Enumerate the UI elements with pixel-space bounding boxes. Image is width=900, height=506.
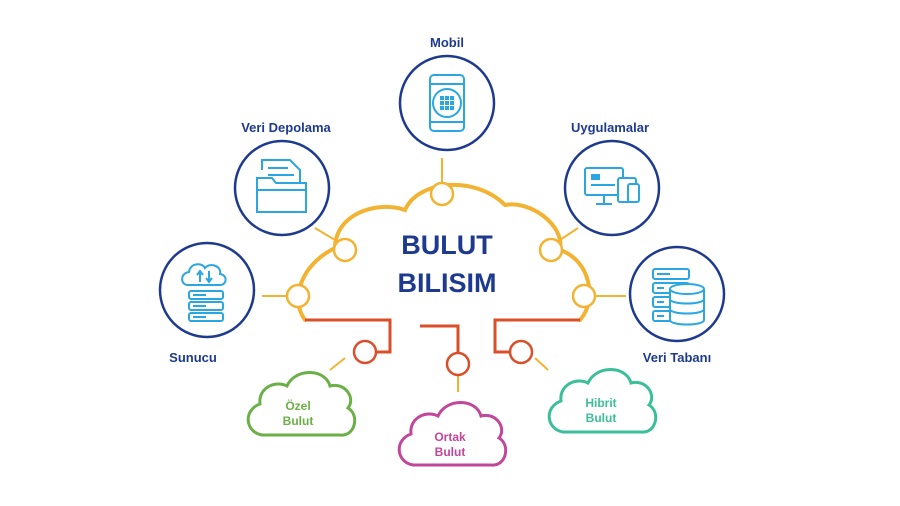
cloud-public: Ortak Bulut: [397, 401, 508, 467]
connector-apps: [559, 227, 579, 241]
label-server: Sunucu: [169, 350, 217, 365]
circuit-dot-public: [445, 351, 471, 377]
cloud-private-line2: Bulut: [283, 414, 314, 428]
connector-lines: [262, 158, 626, 392]
cloud-hybrid-line1: Hibrit: [585, 396, 616, 410]
node-apps: Uygulamalar: [563, 120, 661, 237]
label-mobile: Mobil: [430, 35, 464, 50]
circuit-left: [305, 318, 392, 354]
label-storage: Veri Depolama: [241, 120, 331, 135]
node-dot-apps: [538, 237, 564, 263]
circuit-nodes: [352, 339, 534, 377]
circuit-dot-hybrid: [508, 339, 534, 365]
smartphone-icon: [429, 74, 465, 132]
circuit-dot-private: [352, 339, 378, 365]
center-title-line2: BILISIM: [398, 268, 497, 298]
cloud-server-icon: [181, 263, 227, 322]
node-dot-server: [285, 283, 311, 309]
connector-storage: [314, 227, 336, 241]
cloud-private-shape: [246, 371, 357, 437]
node-dot-database: [571, 283, 597, 309]
label-apps: Uygulamalar: [571, 120, 649, 135]
label-database: Veri Tabanı: [643, 350, 711, 365]
cloud-hybrid: Hibrit Bulut: [547, 368, 658, 434]
database-server-icon: [652, 268, 705, 326]
node-database: Veri Tabanı: [628, 245, 726, 365]
cloud-hybrid-line2: Bulut: [586, 411, 617, 425]
circuit-right: [493, 318, 580, 354]
cloud-public-line1: Ortak: [434, 430, 466, 444]
cloud-nodes: [285, 181, 597, 309]
circuit-lines: [305, 318, 580, 354]
cloud-private: Özel Bulut: [246, 371, 357, 437]
cloud-public-line2: Bulut: [435, 445, 466, 459]
node-dot-mobile: [429, 181, 455, 207]
devices-icon: [584, 167, 640, 205]
node-mobile: Mobil: [398, 35, 496, 152]
folder-documents-icon: [256, 159, 307, 213]
connector-private: [329, 357, 346, 371]
node-dot-storage: [332, 237, 358, 263]
cloud-private-line1: Özel: [285, 398, 310, 413]
node-storage: Veri Depolama: [233, 120, 332, 237]
apps-circle: [563, 139, 661, 237]
connector-hybrid: [534, 357, 549, 371]
circuit-middle: [420, 324, 460, 352]
cloud-hybrid-shape: [547, 368, 658, 434]
center-title-line1: BULUT: [401, 230, 493, 260]
cloud-public-shape: [397, 401, 508, 467]
node-server: Sunucu: [158, 241, 256, 365]
